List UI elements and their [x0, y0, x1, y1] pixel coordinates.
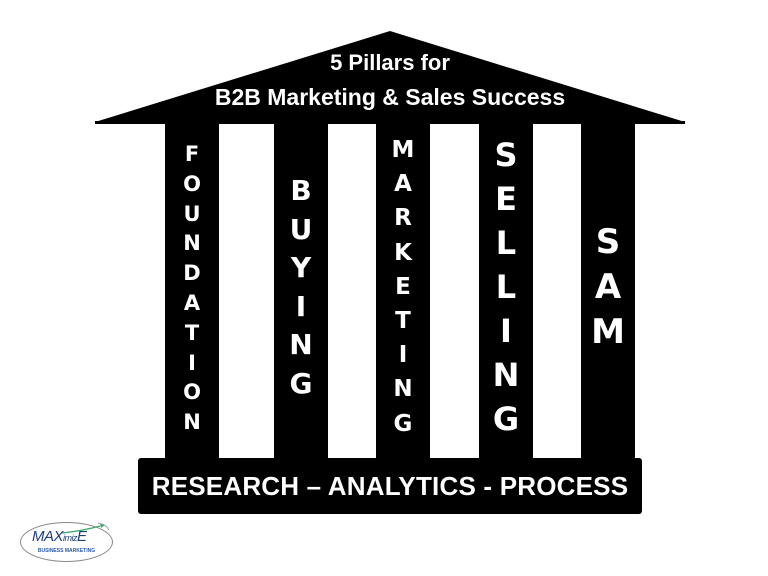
- pillar-letter: A: [594, 267, 622, 307]
- pillar-foundation: F O U N D A T I O N: [165, 122, 219, 462]
- pillar-letter: G: [492, 400, 520, 438]
- pillar-buying: B U Y I N G: [274, 122, 328, 462]
- maximize-logo: MAXimizE BUSINESS MARKETING: [20, 522, 113, 562]
- pillar-letter: N: [183, 231, 201, 256]
- logo-wordmark-middle: imiz: [63, 533, 78, 543]
- pillar-letter: M: [591, 312, 625, 352]
- pillar-letter: T: [395, 307, 411, 334]
- pillar-letter: U: [289, 212, 313, 246]
- pillar-letter: I: [500, 312, 512, 350]
- pillar-letter: S: [494, 136, 518, 174]
- pillar-letter: I: [188, 350, 196, 375]
- pillar-letter: O: [183, 171, 201, 196]
- pillar-selling: S E L L I N G: [479, 122, 533, 462]
- pillar-letter: M: [391, 137, 415, 163]
- pillar-letter: A: [183, 290, 201, 315]
- pillar-letter: N: [393, 376, 413, 403]
- pillar-letter: U: [183, 201, 201, 226]
- pillar-letter: E: [395, 273, 411, 300]
- logo-ellipse: [20, 522, 113, 562]
- diagram-title-line1: 5 Pillars for: [330, 50, 450, 75]
- logo-subtitle: BUSINESS MARKETING: [37, 548, 96, 554]
- pillar-letter: L: [495, 224, 517, 262]
- pillar-sam: S A M: [581, 122, 635, 462]
- pillar-letter: O: [183, 380, 201, 405]
- foundation-base: RESEARCH – ANALYTICS - PROCESS: [138, 458, 642, 514]
- pillar-letter: T: [184, 320, 200, 345]
- pillar-letter: I: [398, 342, 408, 369]
- pillar-letter: N: [289, 328, 313, 361]
- pillar-letter: G: [393, 410, 413, 437]
- pillar-letter: A: [394, 171, 412, 198]
- pillar-letter: N: [183, 410, 201, 435]
- pillar-letter: E: [495, 180, 517, 218]
- pillar-letter: N: [492, 356, 520, 394]
- logo-wordmark-suffix: E: [77, 528, 87, 545]
- logo-wordmark-prefix: MAX: [32, 528, 64, 545]
- pillar-letter: B: [290, 174, 312, 207]
- pillar-letter: K: [394, 239, 412, 266]
- pillar-letter: S: [595, 222, 621, 262]
- pillar-letter: G: [289, 366, 313, 400]
- base-label: RESEARCH – ANALYTICS - PROCESS: [151, 471, 629, 501]
- pillar-letter: I: [295, 289, 307, 323]
- logo-wordmark: MAXimizE: [32, 528, 87, 545]
- pillar-letter: F: [184, 142, 200, 166]
- pillar-letter: Y: [290, 251, 312, 284]
- pillar-letter: D: [183, 261, 201, 286]
- diagram-title-line2: B2B Marketing & Sales Success: [214, 84, 566, 110]
- pillar-letter: R: [394, 205, 412, 232]
- pillar-letter: L: [495, 268, 517, 306]
- growth-arrow-icon: [61, 522, 110, 534]
- pillar-marketing: M A R K E T I N G: [376, 122, 430, 462]
